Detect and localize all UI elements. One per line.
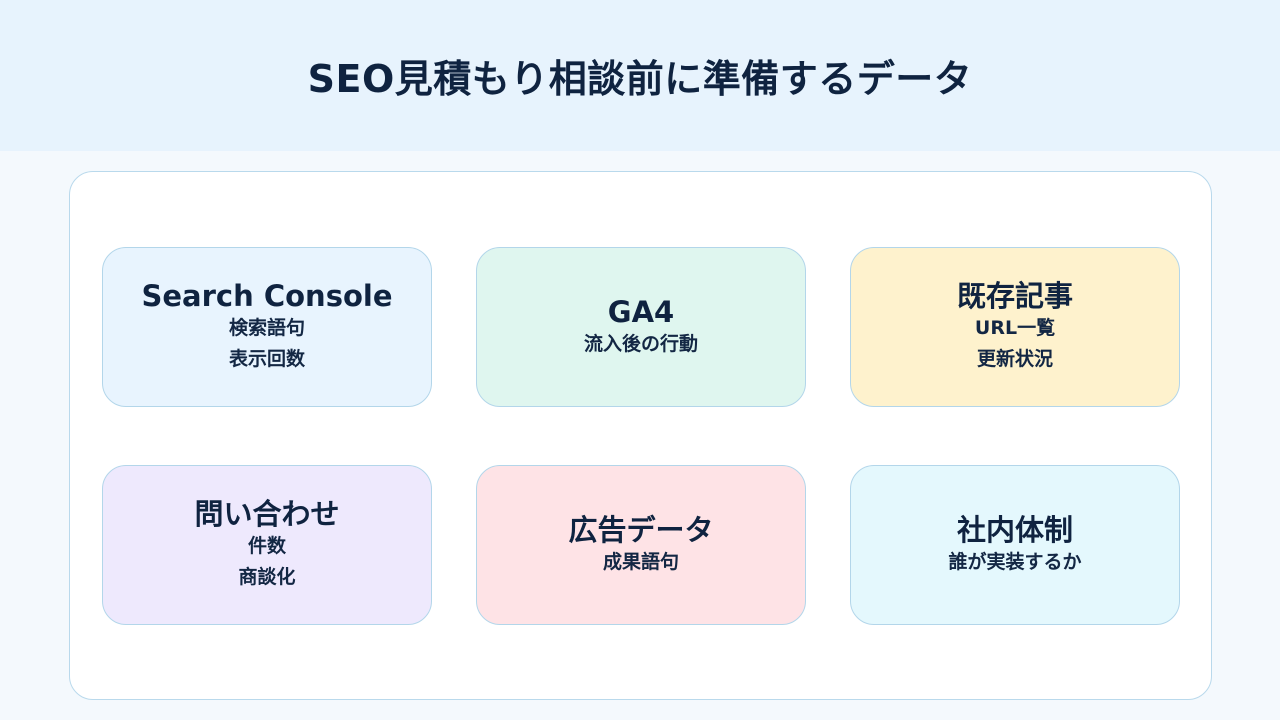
card-existing-articles: 既存記事 URL一覧 更新状況 [850, 247, 1180, 407]
card-ga4: GA4 流入後の行動 [476, 247, 806, 407]
card-title: 社内体制 [956, 512, 1073, 547]
card-detail: 商談化 [238, 566, 296, 588]
header-band: SEO見積もり相談前に準備するデータ [0, 0, 1280, 151]
card-title: 既存記事 [956, 279, 1073, 313]
card-detail: 更新状況 [976, 348, 1053, 370]
card-search-console: Search Console 検索語句 表示回数 [102, 247, 432, 407]
card-internal-structure: 社内体制 誰が実装するか [850, 465, 1180, 625]
card-detail: 成果語句 [602, 550, 679, 573]
card-title: 問い合わせ [194, 497, 340, 531]
card-detail: 誰が実装するか [948, 550, 1082, 573]
card-detail: 流入後の行動 [583, 332, 698, 355]
card-detail: 表示回数 [228, 348, 305, 370]
page-title: SEO見積もり相談前に準備するデータ [307, 57, 973, 101]
card-detail: 件数 [247, 535, 286, 557]
card-detail: URL一覧 [974, 317, 1056, 339]
card-title: Search Console [141, 279, 393, 313]
card-detail: 検索語句 [228, 317, 305, 339]
card-inquiries: 問い合わせ 件数 商談化 [102, 465, 432, 625]
card-ad-data: 広告データ 成果語句 [476, 465, 806, 625]
card-title: GA4 [607, 294, 675, 329]
card-title: 広告データ [568, 512, 714, 547]
